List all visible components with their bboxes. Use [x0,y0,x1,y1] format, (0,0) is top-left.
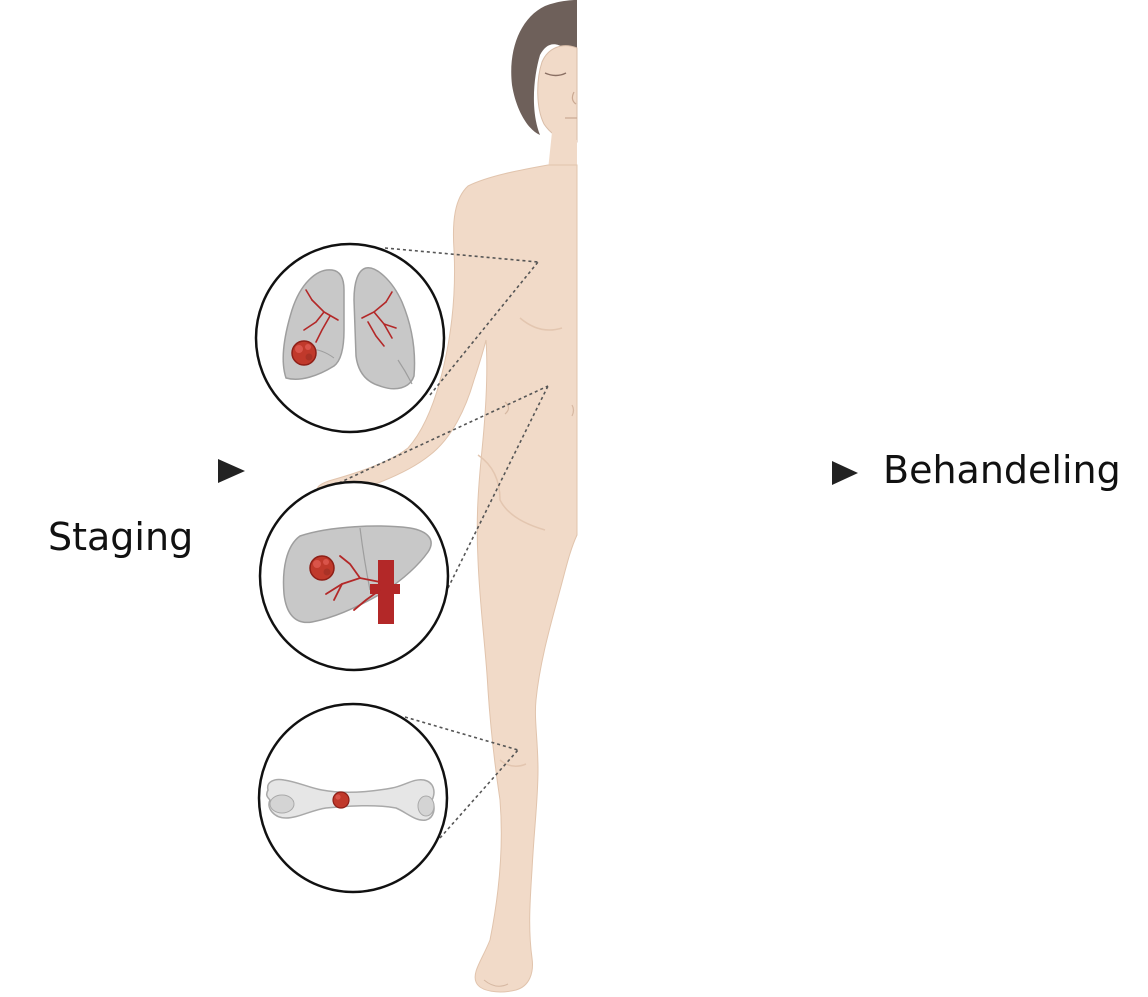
lungs-inset [256,244,444,432]
bone-tumor-icon [333,792,349,808]
behandeling-arrow [612,461,858,485]
behandeling-label: Behandeling [883,448,1121,492]
staging-arrow [0,459,245,483]
face [538,46,577,142]
bone-inset [259,704,447,892]
lung-tumor-icon [292,341,316,365]
staging-label: Staging [48,515,193,559]
liver-tumor-icon [310,556,334,580]
liver-inset [260,482,448,670]
